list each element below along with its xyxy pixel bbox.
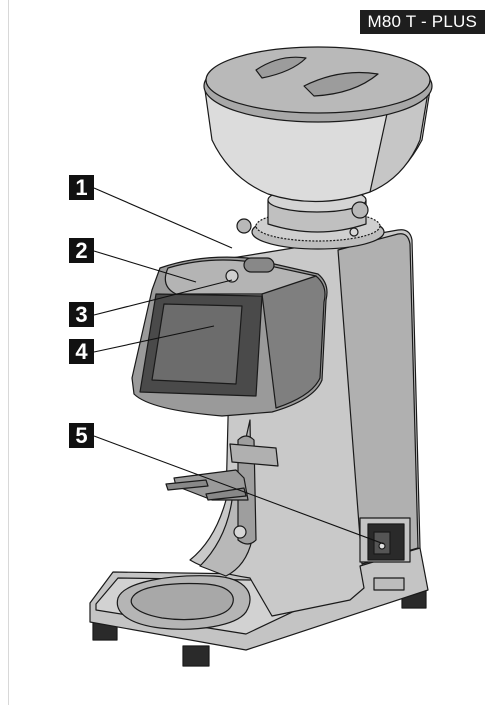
callout-1: 1: [69, 175, 94, 200]
rotary-selector: [243, 257, 275, 273]
foot-front-right: [182, 645, 210, 667]
cable-port: [373, 577, 405, 591]
page-margin-line: [8, 0, 9, 705]
fork-arm-left: [165, 479, 209, 491]
leader-line-3: [93, 279, 233, 316]
leader-line-1: [93, 187, 233, 249]
fork-screw: [233, 525, 247, 539]
drip-tray-inner: [130, 582, 234, 621]
lock-knob-right: [351, 201, 369, 219]
leader-line-2: [93, 250, 197, 283]
callout-4: 4: [69, 339, 94, 364]
model-tag: M80 T - PLUS: [359, 10, 485, 34]
collar-screw: [349, 227, 359, 237]
fork-arm-right: [205, 487, 247, 501]
lock-knob-left: [236, 218, 252, 234]
leader-line-5: [93, 435, 385, 545]
fork-bracket: [229, 443, 279, 467]
callout-2: 2: [69, 238, 94, 263]
callout-3: 3: [69, 302, 94, 327]
leader-line-4: [93, 325, 215, 353]
touch-display: [151, 303, 243, 385]
switch-indicator: [378, 542, 386, 550]
body-side-panel: [337, 233, 419, 565]
callout-5: 5: [69, 423, 94, 448]
lid-handle-right: [303, 71, 379, 97]
control-head-side: [261, 275, 326, 409]
lid-handle-left: [255, 56, 307, 79]
hopper-bowl-shade: [369, 91, 429, 193]
start-button: [225, 269, 239, 283]
